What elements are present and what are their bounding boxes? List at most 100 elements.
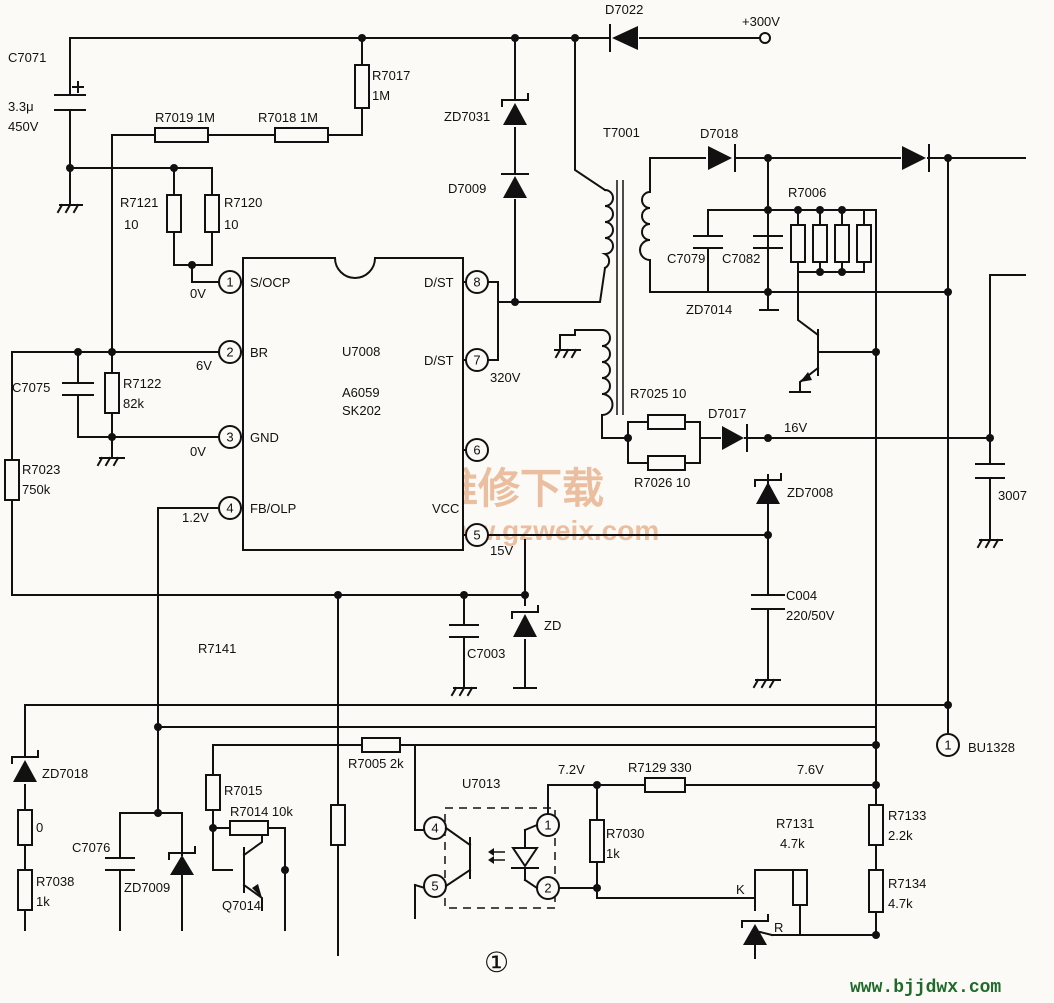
label-c7082: C7082	[722, 251, 760, 266]
resistors	[4, 64, 884, 913]
label-r7133-value: 2.2k	[888, 828, 913, 843]
ic-pin-3-name: GND	[250, 430, 279, 445]
label-zd7014: ZD7014	[686, 302, 732, 317]
ic-pin-6-num: 6	[473, 443, 480, 458]
ic-pin-1-volt: 0V	[190, 286, 206, 301]
label-r7038-value: 1k	[36, 894, 50, 909]
label-r7006: R7006	[788, 185, 826, 200]
opto-pin-2: 2	[544, 881, 551, 896]
label-c7071-ref: C7071	[8, 50, 46, 65]
grounds	[56, 203, 1003, 697]
figure-number: ①	[484, 947, 509, 978]
label-r7018: R7018 1M	[258, 110, 318, 125]
label-r7023-value: 750k	[22, 482, 51, 497]
label-c7076: C7076	[72, 840, 110, 855]
label-r7014: R7014 10k	[230, 804, 293, 819]
ic-pin-1-name: S/OCP	[250, 275, 290, 290]
label-r: R	[774, 920, 783, 935]
label-c7071-voltage: 450V	[8, 119, 39, 134]
label-c004-value: 220/50V	[786, 608, 835, 623]
label-r7120-ref: R7120	[224, 195, 262, 210]
label-r7122-value: 82k	[123, 396, 144, 411]
label-r7025: R7025 10	[630, 386, 686, 401]
transistors	[243, 329, 819, 898]
label-d7017: D7017	[708, 406, 746, 421]
label-300v: +300V	[742, 14, 780, 29]
label-r7122-ref: R7122	[123, 376, 161, 391]
capacitors	[54, 81, 1005, 871]
ic-pin-7-volt: 320V	[490, 370, 521, 385]
label-bu1328: BU1328	[968, 740, 1015, 755]
bu1328-pin: 1	[944, 738, 951, 753]
label-16v: 16V	[784, 420, 807, 435]
label-d7022: D7022	[605, 2, 643, 17]
label-r7017-value: 1M	[372, 88, 390, 103]
diodes	[11, 24, 930, 945]
label-r7129: R7129 330	[628, 760, 692, 775]
label-k: K	[736, 882, 745, 897]
ic-u7008: 1 2 3 4 8 7 6 5 S/OCP BR GND FB/OLP D/ST…	[182, 257, 521, 558]
label-c7075: C7075	[12, 380, 50, 395]
label-r-zero: 0	[36, 820, 43, 835]
label-r7017-ref: R7017	[372, 68, 410, 83]
label-7-2v: 7.2V	[558, 762, 585, 777]
terminal-bu1328	[936, 733, 960, 757]
label-3007: 3007	[998, 488, 1027, 503]
label-r7131-value: 4.7k	[780, 836, 805, 851]
label-c7079: C7079	[667, 251, 705, 266]
label-c7003: C7003	[467, 646, 505, 661]
label-r7015: R7015	[224, 783, 262, 798]
opto-u7013: 4 5 1 2	[423, 807, 560, 909]
ic-pin-2-num: 2	[226, 345, 233, 360]
opto-pin-1: 1	[544, 818, 551, 833]
ic-pin-3-num: 3	[226, 430, 233, 445]
ic-pin-3-volt: 0V	[190, 444, 206, 459]
ic-part2: SK202	[342, 403, 381, 418]
label-r7133-ref: R7133	[888, 808, 926, 823]
label-r7141: R7141	[198, 641, 236, 656]
label-r7131-ref: R7131	[776, 816, 814, 831]
label-7-6v: 7.6V	[797, 762, 824, 777]
label-d7009: D7009	[448, 181, 486, 196]
label-zd7018: ZD7018	[42, 766, 88, 781]
label-zd: ZD	[544, 618, 561, 633]
label-zd7009: ZD7009	[124, 880, 170, 895]
label-c004-ref: C004	[786, 588, 817, 603]
label-zd7008: ZD7008	[787, 485, 833, 500]
ic-pin-5-num: 5	[473, 528, 480, 543]
ic-pin-4-name: FB/OLP	[250, 501, 296, 516]
label-r7134-value: 4.7k	[888, 896, 913, 911]
label-u7013: U7013	[462, 776, 500, 791]
opto-pin-5: 5	[431, 879, 438, 894]
label-d7018: D7018	[700, 126, 738, 141]
ic-pin-2-name: BR	[250, 345, 268, 360]
ic-pin-4-num: 4	[226, 501, 233, 516]
label-r7019: R7019 1M	[155, 110, 215, 125]
terminal-300v	[759, 32, 771, 44]
label-r7134-ref: R7134	[888, 876, 926, 891]
label-r7030-value: 1k	[606, 846, 620, 861]
transformer-t7001	[600, 188, 652, 417]
junctions	[66, 34, 994, 939]
ic-pin-7-num: 7	[473, 353, 480, 368]
ic-pin-7-name: D/ST	[424, 353, 454, 368]
label-r7038-ref: R7038	[36, 874, 74, 889]
label-r7023-ref: R7023	[22, 462, 60, 477]
label-r7121-value: 10	[124, 217, 138, 232]
ic-ref: U7008	[342, 344, 380, 359]
ic-pin-4-volt: 1.2V	[182, 510, 209, 525]
component-labels: C7071 3.3μ 450V R7019 1M R7018 1M R7017 …	[8, 2, 1027, 978]
ic-pin-8-name: D/ST	[424, 275, 454, 290]
label-c7071-value: 3.3μ	[8, 99, 34, 114]
label-r7121-ref: R7121	[120, 195, 158, 210]
ic-part1: A6059	[342, 385, 380, 400]
label-r7120-value: 10	[224, 217, 238, 232]
label-r7030-ref: R7030	[606, 826, 644, 841]
ic-pin-2-volt: 6V	[196, 358, 212, 373]
ic-pin-5-name: VCC	[432, 501, 459, 516]
site-url: www.bjjdwx.com	[850, 978, 1001, 998]
label-zd7031: ZD7031	[444, 109, 490, 124]
ic-pin-8-num: 8	[473, 275, 480, 290]
label-r7026: R7026 10	[634, 475, 690, 490]
